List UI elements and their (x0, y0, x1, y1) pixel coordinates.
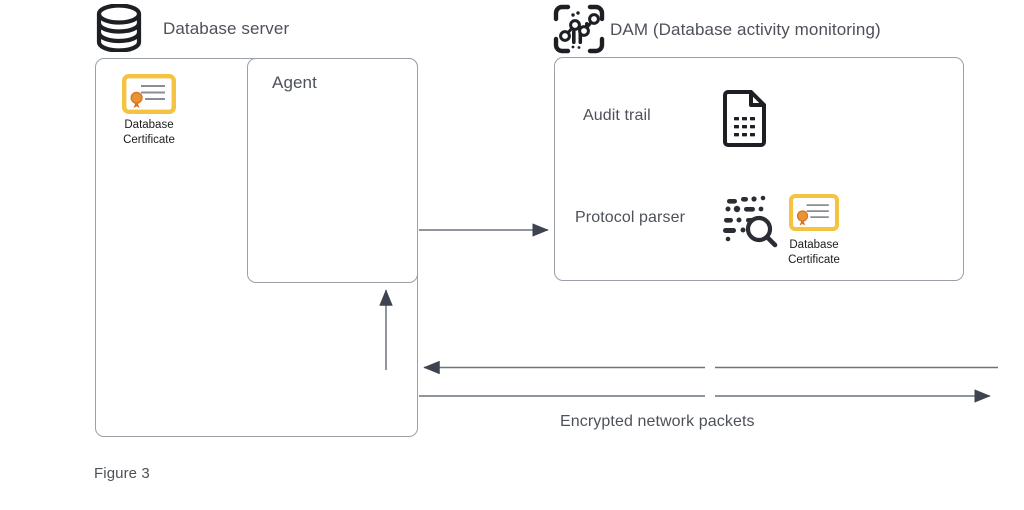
agent-container (247, 58, 418, 283)
database-certificate-caption: Database Certificate (113, 118, 185, 148)
protocol-parser-label: Protocol parser (575, 209, 685, 226)
document-lines-icon (723, 89, 769, 152)
certificate-caption-line2: Certificate (788, 254, 840, 266)
dam-container (554, 57, 964, 281)
database-server-title: Database server (163, 19, 290, 38)
dam-certificate-caption: Database Certificate (778, 238, 850, 268)
certificate-caption-line2: Certificate (123, 134, 175, 146)
figure-caption: Figure 3 (94, 465, 150, 482)
data-magnifier-icon (721, 191, 779, 254)
certificate-caption-line1: Database (789, 239, 839, 251)
activity-monitoring-icon (553, 4, 605, 59)
database-cylinder-icon (93, 3, 145, 57)
encrypted-network-packets-label: Encrypted network packets (560, 413, 755, 430)
dam-title: DAM (Database activity monitoring) (610, 20, 881, 39)
certificate-icon (122, 74, 176, 119)
agent-label: Agent (272, 73, 317, 92)
audit-trail-label: Audit trail (583, 107, 651, 124)
certificate-icon (789, 193, 839, 237)
certificate-caption-line1: Database (124, 119, 174, 131)
